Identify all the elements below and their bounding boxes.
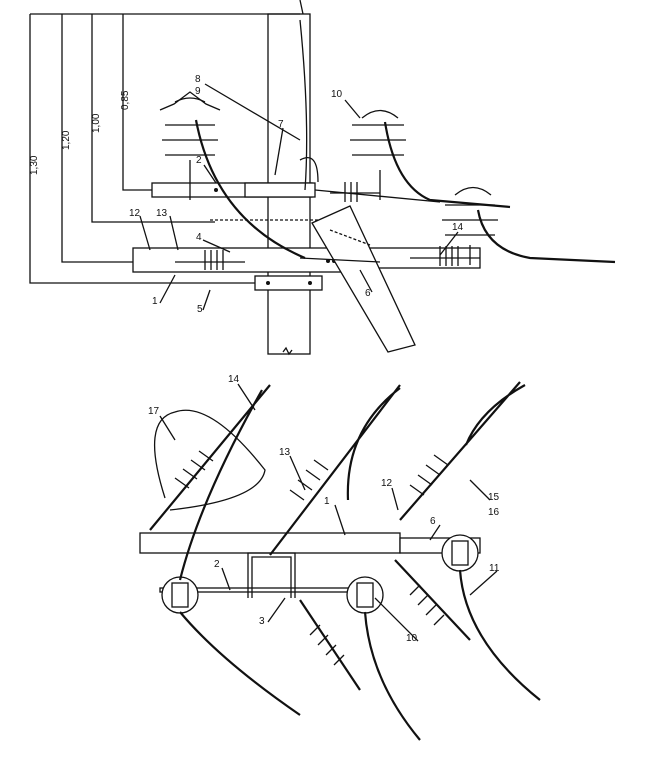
insulator-discs — [174, 450, 449, 666]
label-10-top: 10 — [406, 633, 418, 644]
label-12: 12 — [129, 208, 141, 219]
crossarm-1 — [139, 532, 401, 554]
label-3: 3 — [259, 616, 265, 627]
conductors — [194, 19, 616, 264]
label-8: 8 — [195, 74, 201, 85]
label-1-top: 1 — [324, 496, 330, 507]
brace — [311, 205, 416, 353]
label-13-top: 13 — [279, 447, 291, 458]
label-7: 7 — [278, 119, 284, 130]
pole-clamp — [254, 275, 323, 291]
strain-insulators — [175, 182, 480, 270]
lower-crossarm — [132, 247, 344, 273]
dimension-1-00: 1,00 — [91, 113, 102, 133]
dimension-0-85: 0,85 — [120, 90, 131, 110]
label-15: 15 — [488, 492, 500, 503]
label-16: 16 — [488, 507, 500, 518]
label-13: 13 — [156, 208, 168, 219]
label-5: 5 — [197, 304, 203, 315]
label-12-top: 12 — [381, 478, 393, 489]
label-14: 14 — [452, 222, 464, 233]
top-view: 14 17 13 1 12 15 16 6 2 3 10 11 — [139, 374, 541, 741]
label-2-top: 2 — [214, 559, 220, 570]
label-10: 10 — [331, 89, 343, 100]
dimension-1-30: 1,30 — [29, 155, 40, 175]
pin-insulators — [159, 91, 498, 265]
dimension-lines: 1,30 1,20 1,00 0,85 — [29, 13, 300, 284]
label-9: 9 — [195, 86, 201, 97]
label-6: 6 — [365, 288, 371, 299]
conductor-arms — [149, 381, 541, 741]
label-1: 1 — [152, 296, 158, 307]
label-14-top: 14 — [228, 374, 240, 385]
label-17: 17 — [148, 406, 160, 417]
side-view: 1,30 1,20 1,00 0,85 — [29, 0, 616, 356]
label-2: 2 — [196, 155, 202, 166]
dimension-1-20: 1,20 — [61, 130, 72, 150]
leader-lines — [139, 83, 459, 311]
leader-lines-top — [159, 383, 498, 642]
label-4: 4 — [196, 232, 202, 243]
label-6-top: 6 — [430, 516, 436, 527]
label-11: 11 — [489, 563, 500, 574]
